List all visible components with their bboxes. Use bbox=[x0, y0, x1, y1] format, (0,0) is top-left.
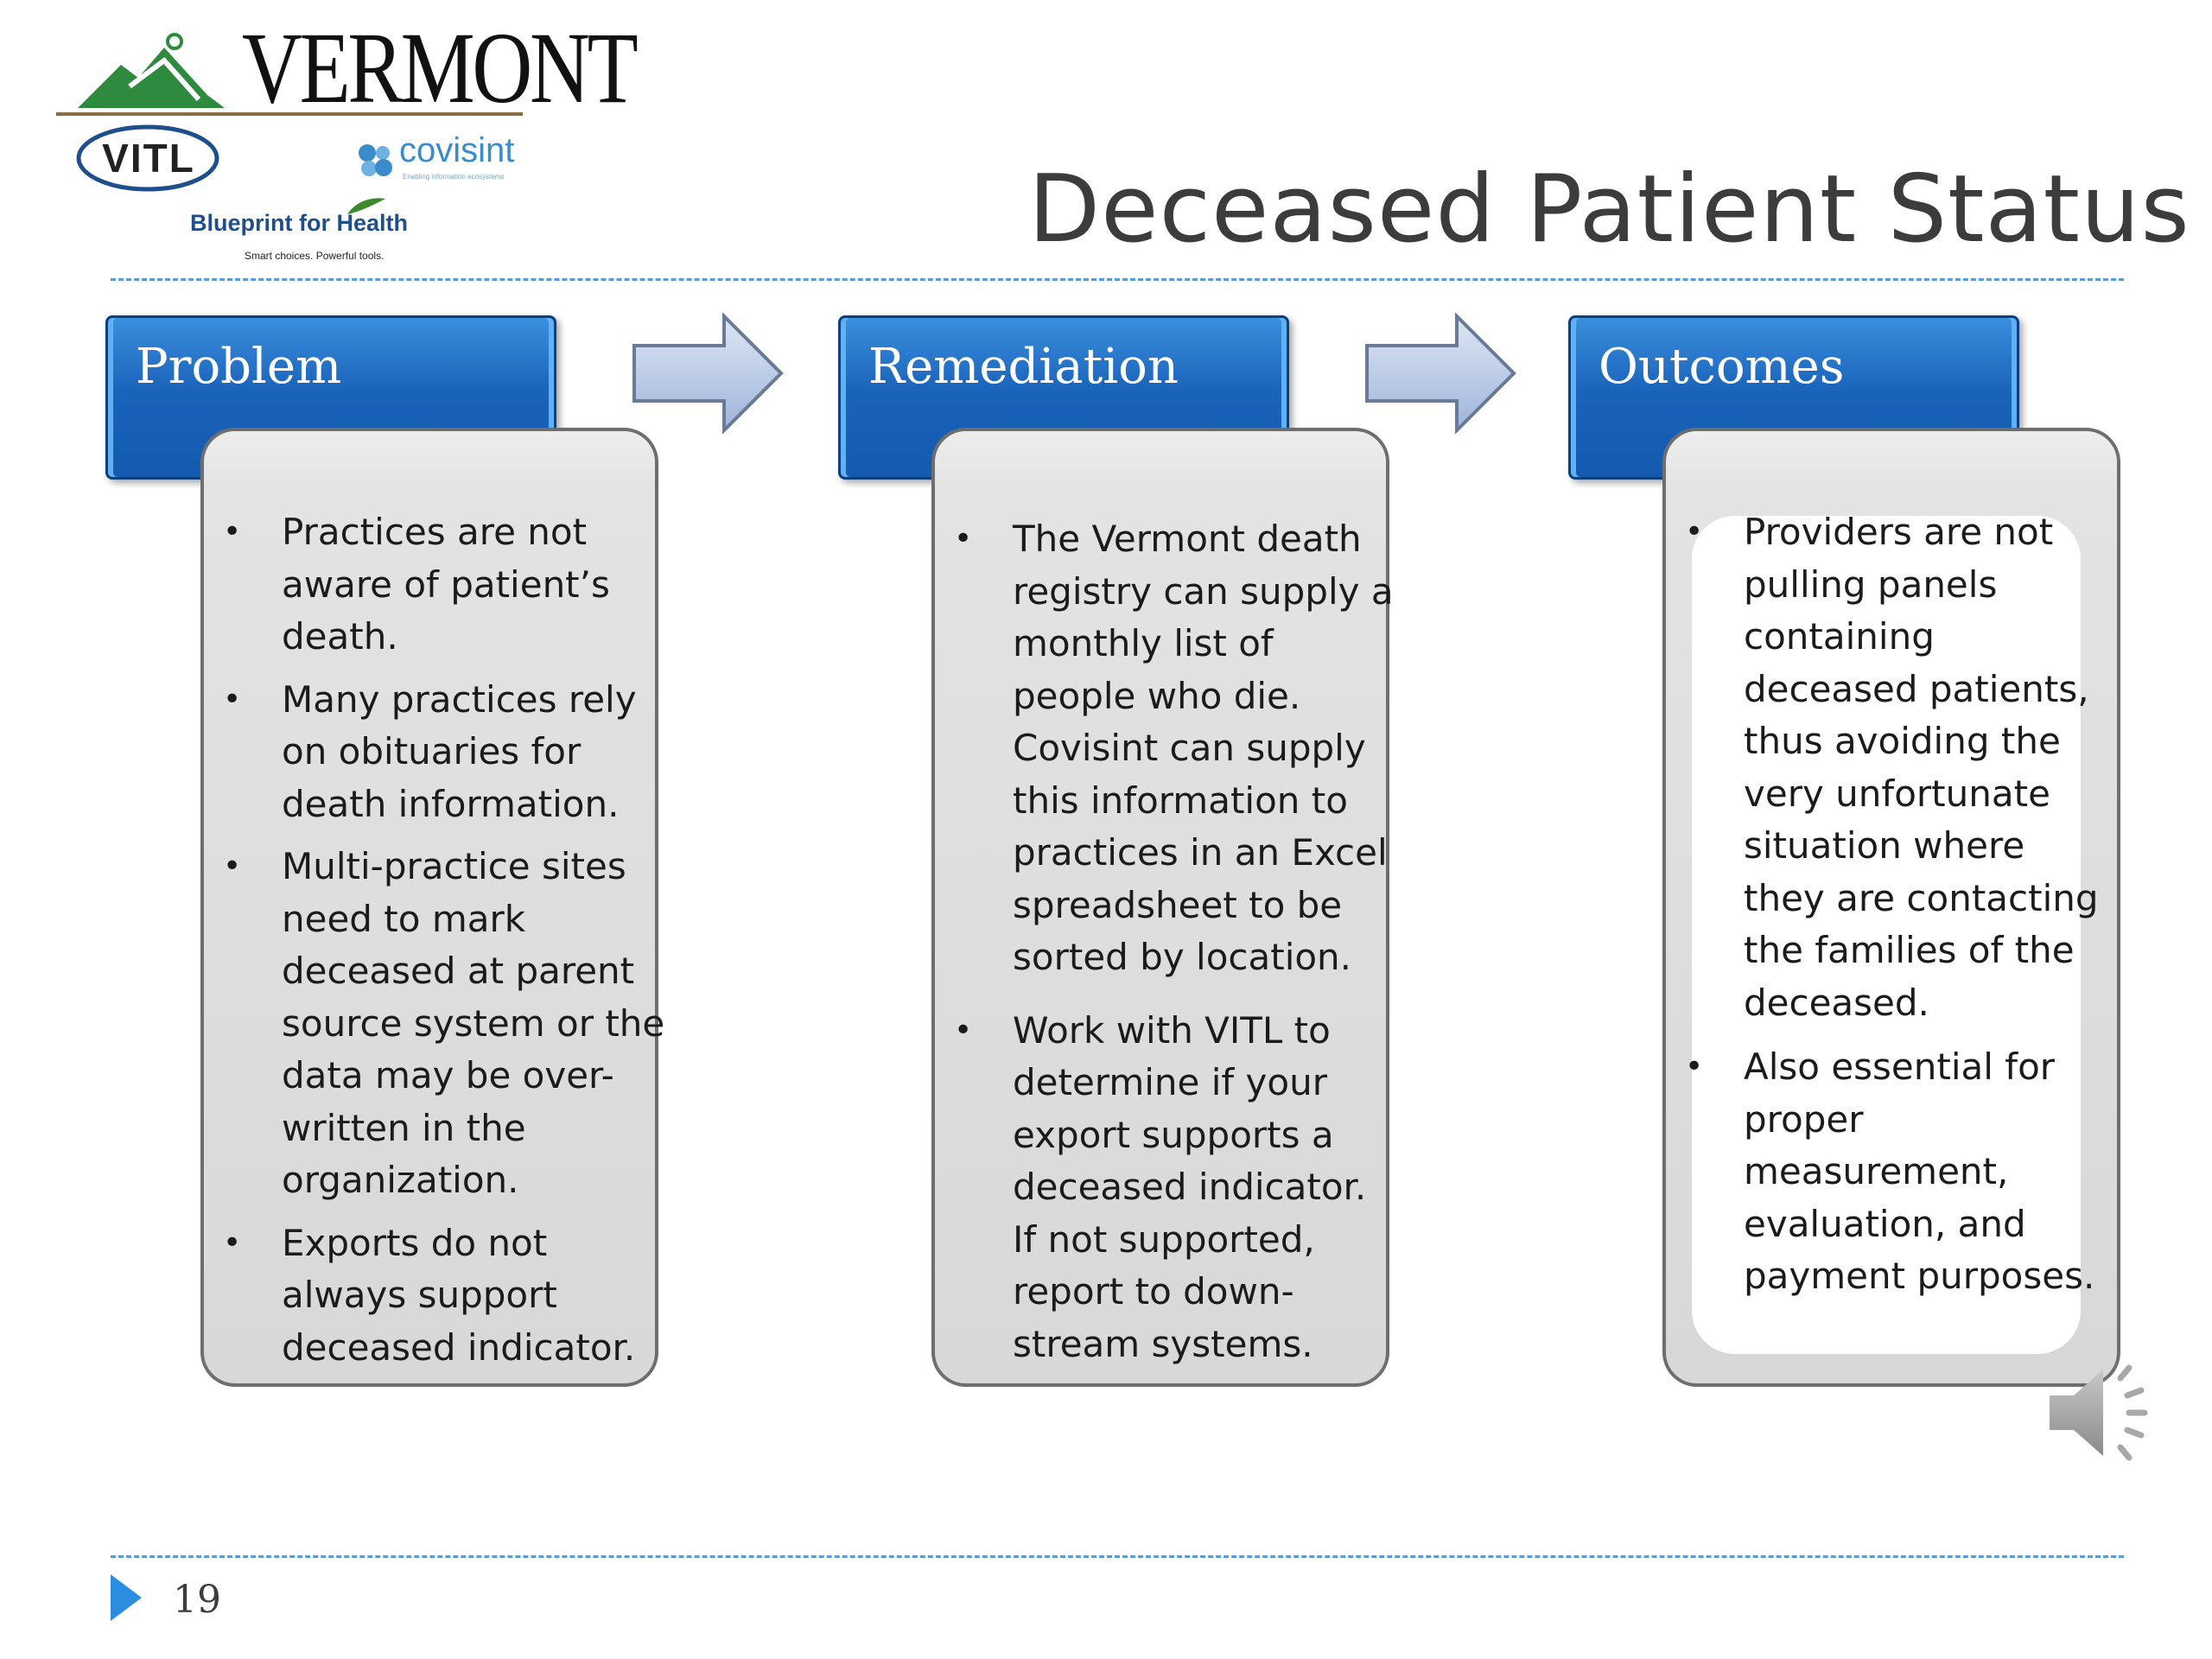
outcomes-list: Providers are not pulling panels contain… bbox=[1664, 506, 2113, 1303]
covisint-tagline: Enabling information ecosystems bbox=[403, 173, 505, 181]
vitl-logo-text: VITL bbox=[102, 136, 195, 181]
problem-header-label: Problem bbox=[136, 339, 342, 395]
covisint-logo-text: covisint bbox=[399, 131, 515, 169]
speaker-icon[interactable] bbox=[2041, 1352, 2162, 1473]
list-item: Many practices rely on obituaries for de… bbox=[202, 674, 669, 831]
list-item: Providers are not pulling panels contain… bbox=[1664, 506, 2113, 1029]
blueprint-tagline: Smart choices. Powerful tools. bbox=[245, 250, 385, 262]
slide-number: 19 bbox=[173, 1578, 221, 1622]
outcomes-header-label: Outcomes bbox=[1599, 339, 1845, 395]
list-item: Also essential for proper measurement, e… bbox=[1664, 1041, 2113, 1303]
remediation-list: The Vermont death registry can supply a … bbox=[933, 513, 1400, 1370]
vermont-logo-text: VERMONT bbox=[242, 11, 639, 124]
slide-number-triangle-icon bbox=[111, 1574, 142, 1621]
list-item: Practices are not aware of patient’s dea… bbox=[202, 506, 669, 664]
right-arrow-icon bbox=[1365, 313, 1516, 434]
title-divider bbox=[111, 278, 2124, 281]
blueprint-logo-text: Blueprint for Health bbox=[190, 210, 409, 236]
list-item: Work with VITL to determine if your expo… bbox=[933, 1005, 1400, 1371]
covisint-logo-icon bbox=[359, 144, 392, 176]
vermont-mountain-logo bbox=[78, 33, 225, 108]
remediation-header-label: Remediation bbox=[868, 339, 1179, 395]
list-item: Exports do not always support deceased i… bbox=[202, 1217, 669, 1375]
footer-divider bbox=[111, 1555, 2124, 1558]
logo-divider bbox=[56, 112, 523, 116]
blueprint-leaf-icon bbox=[347, 198, 385, 214]
right-arrow-icon bbox=[632, 313, 784, 434]
slide-title: Deceased Patient Status bbox=[1028, 156, 2190, 264]
problem-list: Practices are not aware of patient’s dea… bbox=[202, 506, 669, 1374]
list-item: The Vermont death registry can supply a … bbox=[933, 513, 1400, 984]
vitl-logo-oval bbox=[76, 124, 219, 192]
list-item: Multi-practice sites need to mark deceas… bbox=[202, 841, 669, 1207]
